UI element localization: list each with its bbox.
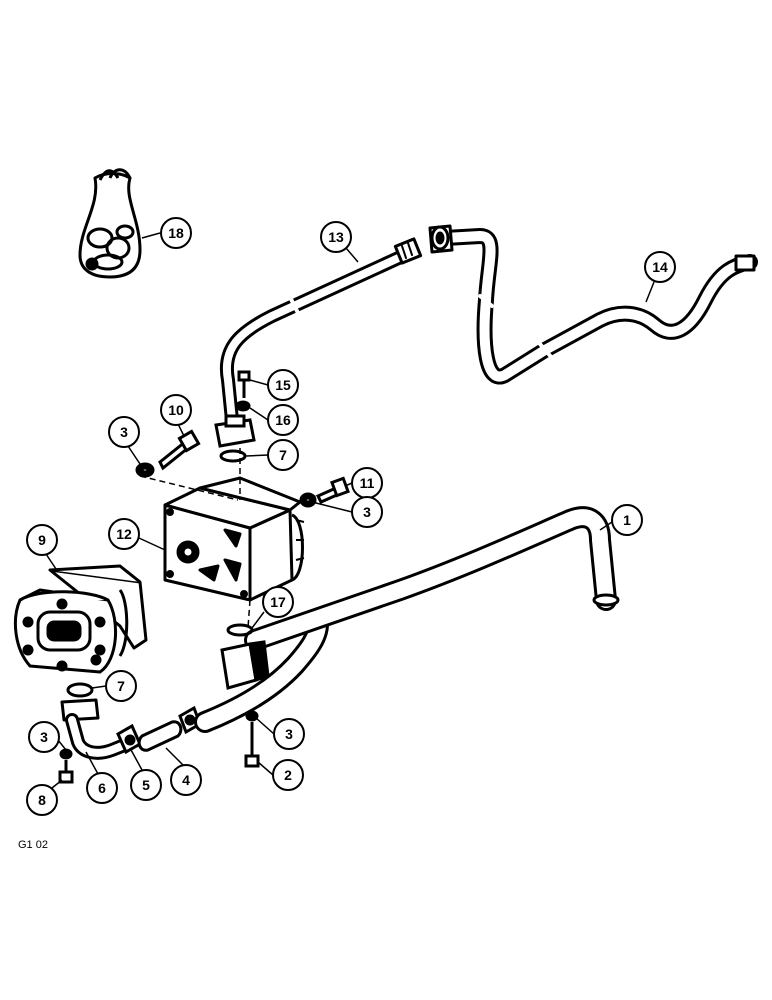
callout-7-c: 7 bbox=[0, 0, 300, 290]
svg-text:8: 8 bbox=[38, 792, 46, 808]
callout-16: 16 bbox=[249, 404, 299, 436]
hose-4 bbox=[137, 720, 183, 752]
svg-text:5: 5 bbox=[142, 777, 150, 793]
callouts: 18 13 14 15 16 10 3 bbox=[0, 0, 676, 816]
svg-text:10: 10 bbox=[168, 402, 184, 418]
pipe-block-fitting bbox=[220, 623, 270, 690]
callout-4: 4 bbox=[165, 747, 202, 796]
callout-18: 18 bbox=[141, 217, 192, 249]
svg-text:11: 11 bbox=[360, 475, 375, 491]
callout-8: 8 bbox=[26, 779, 63, 816]
callout-5: 5 bbox=[129, 747, 162, 801]
callout-10: 10 bbox=[160, 394, 192, 437]
callout-17: 17 bbox=[251, 586, 294, 629]
pressure-pipe-13 bbox=[219, 237, 423, 437]
callout-3-c: 3 bbox=[28, 721, 67, 753]
callout-14: 14 bbox=[644, 251, 676, 303]
pressure-pipe-14 bbox=[428, 224, 758, 385]
suction-pipe-1 bbox=[194, 506, 620, 733]
hydraulic-pump-9 bbox=[13, 564, 148, 674]
callout-15: 15 bbox=[249, 369, 299, 401]
svg-text:13: 13 bbox=[328, 229, 344, 245]
svg-text:16: 16 bbox=[275, 412, 291, 428]
bolt-10 bbox=[135, 429, 201, 478]
svg-text:7: 7 bbox=[117, 678, 125, 694]
callout-3-a: 3 bbox=[108, 416, 141, 465]
bolt-8 bbox=[58, 748, 74, 784]
svg-text:3: 3 bbox=[285, 726, 293, 742]
svg-text:15: 15 bbox=[275, 377, 291, 393]
svg-text:7: 7 bbox=[279, 447, 287, 463]
svg-text:4: 4 bbox=[182, 772, 190, 788]
bolt-15 bbox=[219, 370, 251, 463]
svg-text:3: 3 bbox=[40, 729, 48, 745]
svg-text:2: 2 bbox=[284, 767, 292, 783]
svg-text:12: 12 bbox=[116, 526, 132, 542]
svg-text:9: 9 bbox=[38, 532, 46, 548]
svg-text:1: 1 bbox=[623, 512, 631, 528]
callout-13: 13 bbox=[320, 221, 359, 263]
callout-7-a: 7 bbox=[245, 439, 299, 471]
elbow-pipe-6 bbox=[60, 682, 129, 760]
seal-kit-bag bbox=[78, 168, 142, 279]
svg-text:18: 18 bbox=[168, 225, 184, 241]
callout-6: 6 bbox=[85, 751, 118, 804]
callout-12: 12 bbox=[108, 518, 166, 551]
hydraulic-pump-12 bbox=[163, 476, 305, 602]
callout-9: 9 bbox=[26, 524, 59, 573]
callout-11: 11 bbox=[344, 467, 383, 499]
svg-text:14: 14 bbox=[652, 259, 668, 275]
bolt-11 bbox=[299, 476, 350, 508]
callout-1: 1 bbox=[599, 504, 643, 536]
callout-3-b: 3 bbox=[311, 496, 383, 528]
callout-3-d: 3 bbox=[255, 717, 305, 750]
figure-code: G1 02 bbox=[18, 839, 48, 851]
pipe-fitting-top bbox=[214, 414, 256, 448]
svg-text:17: 17 bbox=[270, 594, 286, 610]
svg-text:3: 3 bbox=[120, 424, 128, 440]
callout-7-b: 7 bbox=[91, 670, 137, 702]
bolt-2 bbox=[244, 710, 260, 768]
svg-text:6: 6 bbox=[98, 780, 106, 796]
svg-text:3: 3 bbox=[363, 504, 371, 520]
callout-2: 2 bbox=[257, 759, 304, 791]
